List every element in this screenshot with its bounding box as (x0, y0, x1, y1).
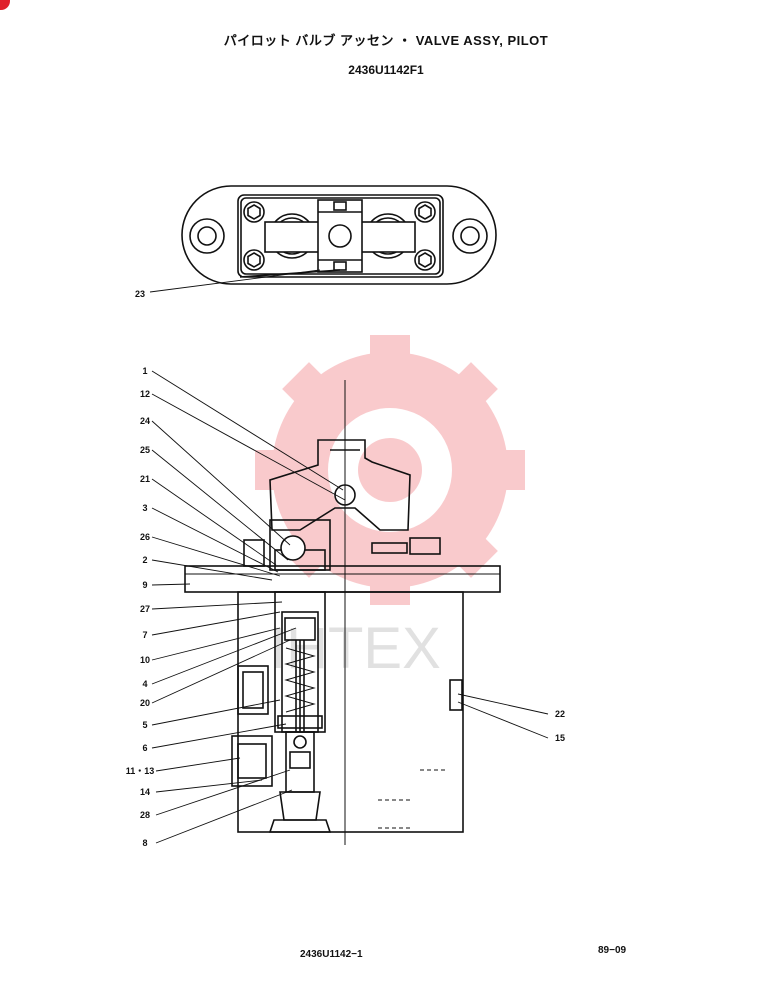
drawing-title: パイロット バルブ アッセン ・ VALVE ASSY, PILOT (223, 33, 549, 48)
callout-25: 25 (140, 445, 150, 455)
callout-6: 6 (142, 743, 147, 753)
callout-2: 2 (142, 555, 147, 565)
callout-23: 23 (135, 289, 145, 299)
leader-lines (149, 269, 549, 844)
callout-15: 15 (555, 733, 565, 743)
callout-12: 12 (140, 389, 150, 399)
callout-28: 28 (140, 810, 150, 820)
drawing-code: 2436U1142−1 (300, 949, 363, 960)
callout-24: 24 (140, 416, 150, 426)
watermark-text: IHTEX (270, 616, 441, 681)
callout-labels: 23 1 12 24 25 21 3 26 2 9 27 7 10 4 20 5… (126, 289, 565, 848)
callout-26: 26 (140, 532, 150, 542)
callout-4: 4 (142, 679, 147, 689)
part-number: 2436U1142F1 (348, 63, 424, 77)
callout-21: 21 (140, 474, 150, 484)
callout-7: 7 (142, 630, 147, 640)
callout-20: 20 (140, 698, 150, 708)
corner-mark (0, 0, 10, 10)
top-view (181, 185, 497, 285)
watermark-logo (255, 335, 525, 605)
callout-11-13: 11・13 (126, 766, 155, 776)
callout-22: 22 (555, 709, 565, 719)
callout-27: 27 (140, 604, 150, 614)
callout-5: 5 (142, 720, 147, 730)
callout-1: 1 (142, 366, 147, 376)
date-code: 89−09 (598, 945, 627, 956)
callout-14: 14 (140, 787, 150, 797)
callout-9: 9 (142, 580, 147, 590)
section-view (184, 380, 501, 845)
callout-8: 8 (142, 838, 147, 848)
callout-10: 10 (140, 655, 150, 665)
callout-3: 3 (142, 503, 147, 513)
